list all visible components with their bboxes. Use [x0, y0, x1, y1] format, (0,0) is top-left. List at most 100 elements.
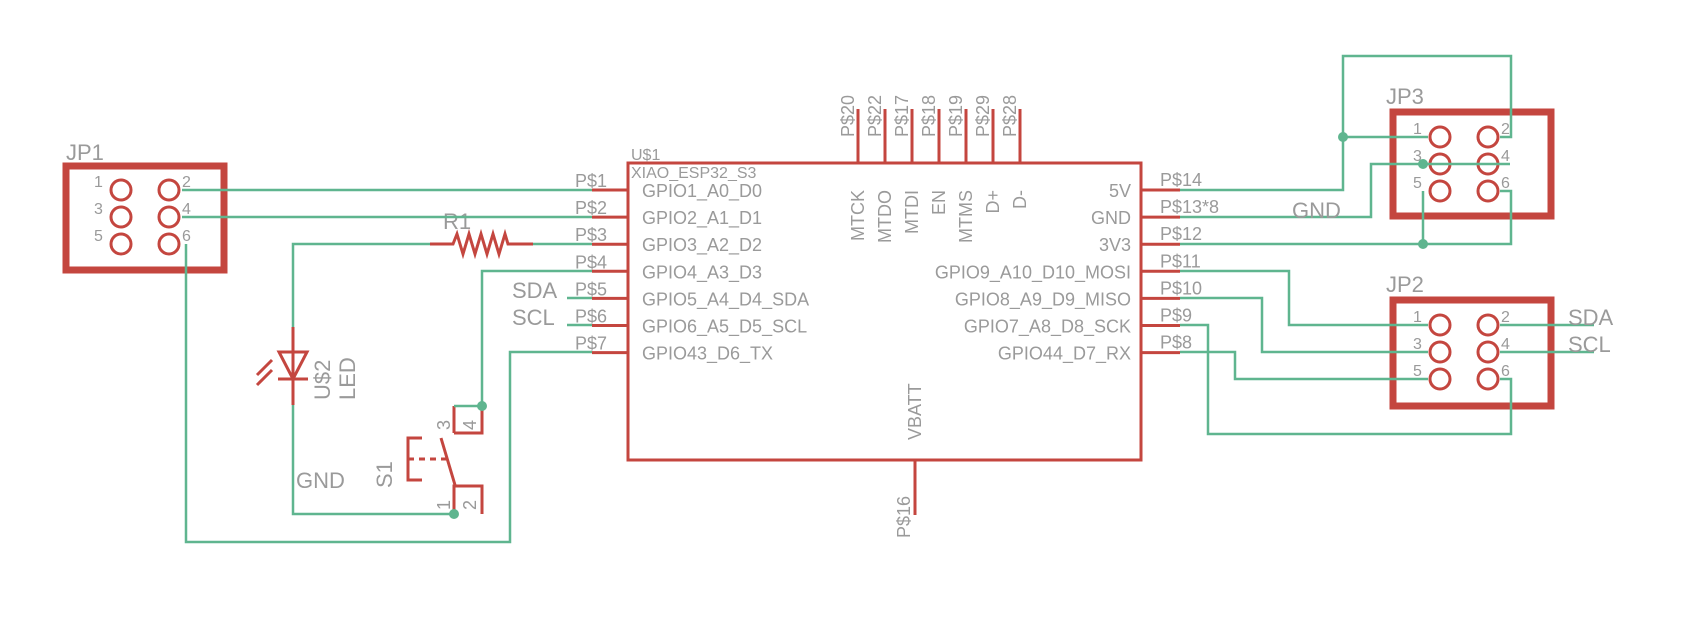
jp3-pins: 1 2 3 4 5 6 [1413, 121, 1510, 203]
wire-rx[interactable] [1180, 350, 1428, 381]
jp1-pin-2[interactable] [157, 178, 181, 202]
jp1-pin-6[interactable] [157, 232, 181, 256]
u1-pad-label: P$17 [892, 95, 912, 137]
jp1-pin-1[interactable] [109, 178, 133, 202]
led-value: LED [335, 357, 360, 400]
u1-pad-label: P$5 [575, 279, 607, 299]
u1-pad-label: P$20 [838, 95, 858, 137]
u1-pin-name: GPIO43_D6_TX [642, 344, 773, 365]
u1-pad-label: P$8 [1160, 333, 1192, 353]
jp1-pin-label: 4 [182, 201, 191, 218]
jp3-pin-label: 4 [1501, 148, 1510, 165]
u1-pin-name: GPIO5_A4_D4_SDA [642, 289, 809, 310]
jp2-pin-4[interactable] [1476, 340, 1500, 364]
u1-pin-name: D- [1010, 190, 1030, 209]
u1-pin-name: MTDI [902, 190, 922, 234]
jp1-label: JP1 [66, 140, 104, 165]
u1-pad-label: P$29 [973, 95, 993, 137]
jp3-label: JP3 [1386, 84, 1424, 109]
r1-label: R1 [443, 209, 471, 234]
jp2-pin-6[interactable] [1476, 367, 1500, 391]
wire-gnd[interactable] [1180, 162, 1510, 219]
jp3-pin-2[interactable] [1476, 125, 1500, 149]
jp2-pin-label: 3 [1413, 336, 1422, 353]
u1-pin-name: GPIO4_A3_D3 [642, 262, 762, 283]
s1-lever [439, 437, 457, 486]
jp2-pin-label: 5 [1413, 363, 1422, 380]
u1-pad-p16: P$16 [894, 496, 914, 538]
switch-s1[interactable]: 3 4 1 2 S1 [372, 406, 484, 514]
net-label-scl-right: SCL [1568, 332, 1611, 357]
jp2-pin-2[interactable] [1476, 313, 1500, 337]
s1-pin3-label: 3 [434, 420, 454, 430]
wire-jp1-6-to-p7[interactable] [184, 244, 592, 544]
junction [1418, 239, 1428, 249]
u1-pad-label: P$12 [1160, 224, 1202, 244]
jp2-pin-1[interactable] [1428, 313, 1452, 337]
u1-pin-name: MTMS [956, 190, 976, 243]
wire-mosi[interactable] [1180, 269, 1428, 327]
jp1-pin-5[interactable] [109, 232, 133, 256]
jp3-pin-1[interactable] [1428, 125, 1452, 149]
led-u2[interactable]: U$2 LED [255, 327, 360, 405]
u1-pin-name: GPIO3_A2_D2 [642, 235, 762, 256]
wire-led-gnd[interactable] [291, 405, 454, 516]
jp3-pin-label: 2 [1501, 121, 1510, 138]
jp3-pin-label: 3 [1413, 148, 1422, 165]
net-label-sda-left: SDA [512, 278, 558, 303]
jp2-pin-label: 4 [1501, 336, 1510, 353]
u1-pad-label: P$4 [575, 252, 607, 272]
u1-pad-label: P$11 [1160, 251, 1201, 271]
resistor-symbol [430, 228, 533, 260]
jp1-pin-3[interactable] [109, 205, 133, 229]
u1-pin-name: 5V [1109, 181, 1131, 201]
jp2-pin-3[interactable] [1428, 340, 1452, 364]
jp3-pin-6[interactable] [1476, 179, 1500, 203]
wire-r1-to-led[interactable] [291, 242, 430, 327]
jp1-pin-label: 1 [94, 174, 103, 191]
wire-p4-to-s1[interactable] [454, 269, 592, 408]
u1-pad-label: P$14 [1160, 170, 1202, 190]
jp3-pin-5[interactable] [1428, 179, 1452, 203]
wire-3v3[interactable] [1180, 189, 1513, 246]
wire-miso[interactable] [1180, 296, 1428, 354]
jp2-pin-label: 6 [1501, 363, 1510, 380]
jp3-pin-label: 1 [1413, 121, 1422, 138]
junction [477, 401, 487, 411]
junction [1338, 132, 1348, 142]
jp3-pin-label: 6 [1501, 175, 1510, 192]
led-light-arrow [255, 358, 274, 377]
u1-pad-label: P$22 [865, 95, 885, 137]
s1-pin4-label: 4 [460, 420, 480, 430]
jp2-pin-5[interactable] [1428, 367, 1452, 391]
s1-label: S1 [372, 461, 397, 488]
u1-pin-name: GPIO6_A5_D5_SCL [642, 317, 807, 338]
u1-pad-label: P$7 [575, 334, 607, 354]
u1-pad-label: P$13*8 [1160, 197, 1219, 217]
wires [182, 54, 1594, 544]
jp3-header[interactable]: JP3 1 2 3 4 5 6 [1386, 84, 1555, 220]
jp1-pin-label: 3 [94, 201, 103, 218]
net-label-sda-right: SDA [1568, 305, 1614, 330]
s1-pin1-label: 1 [434, 500, 454, 510]
jp2-pin-label: 1 [1413, 309, 1422, 326]
u1-pad-label: P$18 [919, 95, 939, 137]
u1-pin-name: D+ [983, 190, 1003, 214]
wire-5v[interactable] [1180, 54, 1513, 192]
jp1-pin-4[interactable] [157, 205, 181, 229]
resistor-r1[interactable]: R1 [430, 209, 533, 260]
u1-pad-label: P$3 [575, 225, 607, 245]
u1-top-pins: P$20MTCKP$22MTDOP$17MTDIP$18ENP$19MTMSP$… [838, 95, 1030, 243]
wire-sck[interactable] [1180, 323, 1513, 436]
led-name: U$2 [310, 360, 335, 400]
u1-pin-name: 3V3 [1099, 235, 1131, 255]
u1-pin-name: GPIO44_D7_RX [998, 344, 1131, 365]
u1-pin-name-vbatt: VBATT [905, 383, 925, 440]
jp3-pin-label: 5 [1413, 175, 1422, 192]
